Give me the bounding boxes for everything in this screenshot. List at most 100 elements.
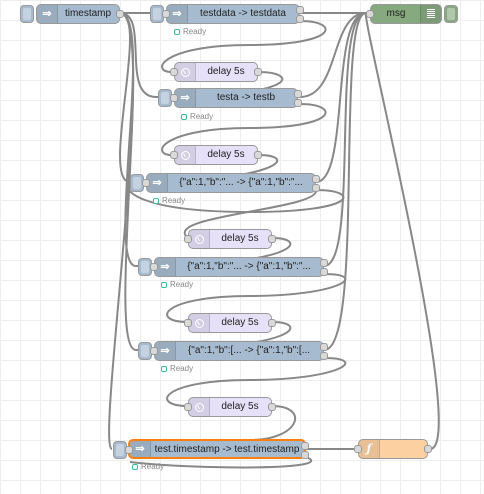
output-port[interactable]: [268, 319, 276, 327]
node-label: delay 5s: [221, 233, 259, 244]
input-port[interactable]: [170, 151, 178, 159]
output-port[interactable]: [268, 403, 276, 411]
arrow-icon: ⇒: [155, 342, 176, 360]
delay-icon: [175, 146, 196, 164]
change-node-4[interactable]: ⇒ {"a":1,"b":"... -> {"a":1,"b":"...: [138, 257, 328, 277]
input-port[interactable]: [184, 403, 192, 411]
output-port-2[interactable]: [301, 451, 309, 459]
output-port-2[interactable]: [296, 15, 304, 23]
node-label: testdata -> testdata: [200, 8, 286, 19]
node-status: Ready: [132, 462, 164, 471]
node-label: delay 5s: [207, 149, 245, 160]
arrow-icon: ⇒: [147, 174, 168, 192]
node-label: {"a":1,"b":"... -> {"a":1,"b":"...: [187, 261, 311, 272]
change-node-6[interactable]: ⇒ test.timestamp -> test.timestamp: [113, 439, 309, 459]
input-port[interactable]: [184, 319, 192, 327]
arrow-icon: ⇒: [130, 441, 151, 457]
output-port-2[interactable]: [320, 268, 328, 276]
delay-node-5[interactable]: delay 5s: [184, 397, 276, 417]
delay-node-3[interactable]: delay 5s: [184, 229, 276, 249]
arrow-icon: ⇒: [37, 5, 58, 23]
status-ready-icon: [132, 464, 138, 470]
delay-icon: [175, 63, 196, 81]
debug-node-msg[interactable]: msg: [366, 4, 458, 24]
input-port[interactable]: [184, 235, 192, 243]
change-node-2[interactable]: ⇒ testa -> testb: [158, 88, 302, 108]
status-ready-icon: [161, 366, 167, 372]
output-port-2[interactable]: [312, 184, 320, 192]
node-label: delay 5s: [207, 66, 245, 77]
output-port-1[interactable]: [320, 259, 328, 267]
arrow-icon: ⇒: [167, 5, 188, 23]
inject-trigger-button[interactable]: [138, 342, 152, 360]
inject-node-timestamp[interactable]: ⇒ timestamp: [20, 4, 124, 24]
status-ready-icon: [161, 282, 167, 288]
input-port[interactable]: [125, 446, 133, 454]
input-port[interactable]: [170, 68, 178, 76]
wire[interactable]: [323, 12, 367, 267]
output-port-1[interactable]: [320, 343, 328, 351]
input-port[interactable]: [170, 94, 178, 102]
output-port-1[interactable]: [294, 90, 302, 98]
output-port[interactable]: [116, 10, 124, 18]
input-port[interactable]: [162, 10, 170, 18]
output-port-2[interactable]: [320, 352, 328, 360]
node-label: test.timestamp -> test.timestamp: [154, 444, 300, 455]
status-ready-icon: [174, 29, 180, 35]
output-port-1[interactable]: [301, 442, 309, 450]
status-ready-icon: [181, 114, 187, 120]
wire[interactable]: [129, 456, 313, 469]
output-port-1[interactable]: [296, 6, 304, 14]
node-label: timestamp: [64, 8, 112, 19]
change-node-3[interactable]: ⇒ {"a":1,"b":"... -> {"a":1,"b":"...: [130, 173, 320, 193]
output-port[interactable]: [268, 235, 276, 243]
node-label: {"a":1,"b":[... -> {"a":1,"b":[...: [187, 345, 311, 356]
wire[interactable]: [364, 12, 440, 450]
node-status: Ready: [181, 112, 213, 121]
input-port[interactable]: [354, 445, 362, 453]
input-port[interactable]: [150, 347, 158, 355]
inject-trigger-button[interactable]: [20, 5, 34, 23]
wire[interactable]: [315, 12, 367, 183]
wire[interactable]: [161, 20, 327, 73]
input-port[interactable]: [366, 10, 374, 18]
wire[interactable]: [119, 12, 157, 98]
wire[interactable]: [166, 273, 347, 323]
delay-icon: [189, 398, 210, 416]
delay-icon: [189, 230, 210, 248]
arrow-icon: ⇒: [175, 89, 196, 107]
change-node-1[interactable]: ⇒ testdata -> testdata: [150, 4, 304, 24]
wire[interactable]: [161, 103, 327, 156]
wire[interactable]: [299, 12, 367, 98]
function-icon: ƒ: [359, 440, 380, 458]
output-port-1[interactable]: [312, 175, 320, 183]
wire[interactable]: [166, 357, 347, 407]
node-label: testa -> testb: [216, 92, 276, 103]
change-node-5[interactable]: ⇒ {"a":1,"b":[... -> {"a":1,"b":[...: [138, 341, 328, 361]
node-status: Ready: [153, 196, 185, 205]
output-port-2[interactable]: [294, 99, 302, 107]
delay-node-1[interactable]: delay 5s: [170, 62, 262, 82]
wire[interactable]: [183, 189, 317, 239]
node-status: Ready: [161, 280, 193, 289]
wire[interactable]: [323, 12, 367, 351]
input-port[interactable]: [150, 263, 158, 271]
node-label: {"a":1,"b":"... -> {"a":1,"b":"...: [179, 177, 303, 188]
output-port[interactable]: [424, 445, 432, 453]
delay-node-2[interactable]: delay 5s: [170, 145, 262, 165]
delay-node-4[interactable]: delay 5s: [184, 313, 276, 333]
node-label: delay 5s: [221, 401, 259, 412]
function-node[interactable]: ƒ: [354, 439, 432, 459]
output-port[interactable]: [254, 68, 262, 76]
input-port[interactable]: [142, 179, 150, 187]
output-port[interactable]: [254, 151, 262, 159]
node-label: delay 5s: [221, 317, 259, 328]
wire[interactable]: [249, 405, 297, 441]
node-status: Ready: [161, 364, 193, 373]
arrow-icon: ⇒: [155, 258, 176, 276]
debug-toggle-button[interactable]: [444, 5, 458, 23]
node-status: Ready: [174, 27, 206, 36]
wire[interactable]: [108, 12, 135, 450]
node-label: msg: [386, 8, 406, 19]
